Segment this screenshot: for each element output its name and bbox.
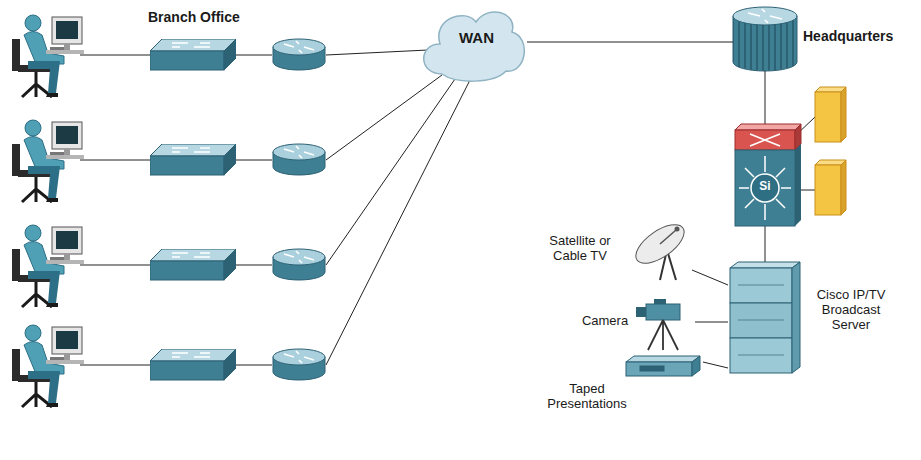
broadcast-server: Cisco IP/TV Broadcast Server [728, 262, 900, 378]
wan-cloud: WAN [425, 5, 527, 83]
network-link [527, 42, 733, 43]
satellite-dish: Satellite or Cable TV [530, 222, 692, 284]
tape-player: Taped Presentations [535, 352, 703, 428]
node-label: Headquarters [803, 28, 911, 44]
node-label: Camera [574, 314, 636, 329]
node-label: Cisco IP/TV Broadcast Server [806, 288, 896, 333]
video-camera: Camera [570, 296, 695, 352]
node-label: Satellite or Cable TV [534, 234, 626, 264]
group-heading: Branch Office [148, 9, 240, 25]
network-link [692, 270, 728, 285]
node-label: WAN [429, 29, 524, 46]
network-link [695, 322, 728, 323]
node-label: Taped Presentations [539, 382, 635, 412]
switch-emblem: Si [755, 180, 775, 194]
network-link [703, 362, 728, 368]
hq-router: Headquarters [733, 6, 915, 74]
